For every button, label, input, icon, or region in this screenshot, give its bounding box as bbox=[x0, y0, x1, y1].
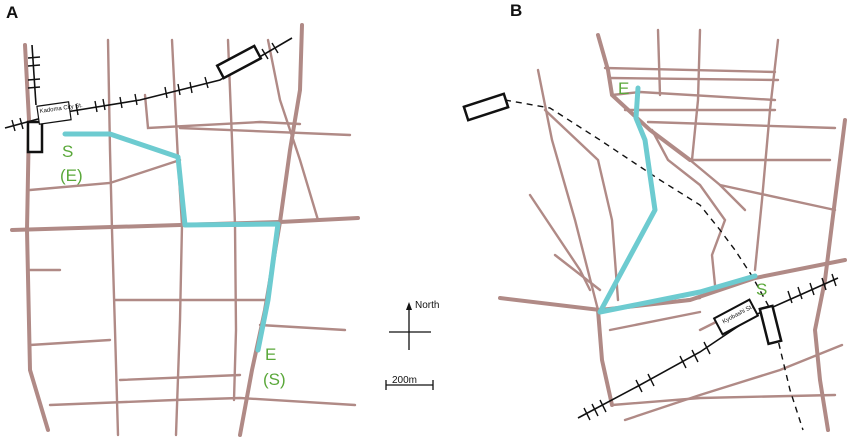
road bbox=[238, 23, 304, 437]
panel-a-roads bbox=[10, 23, 360, 437]
scale-bar: 200m bbox=[385, 375, 434, 390]
panel-a: A bbox=[4, 3, 360, 437]
road bbox=[536, 68, 600, 312]
map-legend: North 200m bbox=[385, 300, 439, 390]
road bbox=[226, 38, 238, 402]
north-label: North bbox=[415, 300, 439, 311]
building bbox=[462, 92, 510, 122]
road bbox=[143, 93, 302, 130]
kadoma-station: Kadoma City St. bbox=[36, 101, 83, 125]
road bbox=[610, 393, 837, 407]
road bbox=[812, 118, 847, 432]
panel-b-label: B bbox=[510, 1, 522, 20]
road bbox=[528, 193, 592, 292]
road bbox=[608, 310, 702, 332]
road bbox=[553, 253, 602, 292]
road bbox=[623, 343, 844, 422]
road bbox=[543, 108, 620, 302]
route-start-label: S bbox=[756, 280, 767, 299]
railway-ties bbox=[583, 273, 837, 421]
railway-line bbox=[31, 44, 37, 106]
road bbox=[656, 28, 662, 97]
route-end-label: E bbox=[265, 345, 276, 364]
road bbox=[28, 338, 112, 347]
building bbox=[26, 120, 44, 154]
route-end-label: E bbox=[618, 79, 629, 98]
road bbox=[48, 396, 357, 407]
route-start-alt-label: (E) bbox=[60, 166, 83, 185]
road bbox=[106, 38, 120, 437]
road bbox=[690, 28, 702, 162]
building bbox=[758, 304, 783, 346]
building bbox=[215, 44, 263, 80]
panel-a-label: A bbox=[6, 3, 18, 22]
road bbox=[753, 38, 780, 272]
railway-line bbox=[577, 277, 839, 419]
walking-route bbox=[62, 131, 281, 353]
road bbox=[608, 76, 780, 82]
north-arrow: North bbox=[389, 300, 439, 350]
road bbox=[718, 183, 837, 212]
panel-b-roads bbox=[498, 28, 847, 432]
road bbox=[603, 66, 777, 74]
road bbox=[258, 323, 347, 332]
panel-b: B bbox=[462, 1, 847, 432]
road bbox=[596, 308, 614, 407]
scale-label: 200m bbox=[392, 375, 417, 386]
route-end-alt-label: (S) bbox=[263, 370, 286, 389]
panel-b-railway bbox=[577, 273, 839, 421]
road bbox=[170, 38, 184, 437]
route-start-label: S bbox=[62, 142, 73, 161]
road bbox=[28, 158, 182, 192]
road bbox=[266, 38, 320, 222]
subway-line bbox=[504, 99, 804, 431]
road bbox=[118, 373, 242, 382]
kyobashi-station: Kyobashi St. bbox=[712, 298, 760, 336]
road bbox=[646, 120, 837, 130]
walking-route bbox=[597, 85, 758, 315]
road bbox=[178, 126, 352, 137]
road bbox=[650, 128, 727, 287]
